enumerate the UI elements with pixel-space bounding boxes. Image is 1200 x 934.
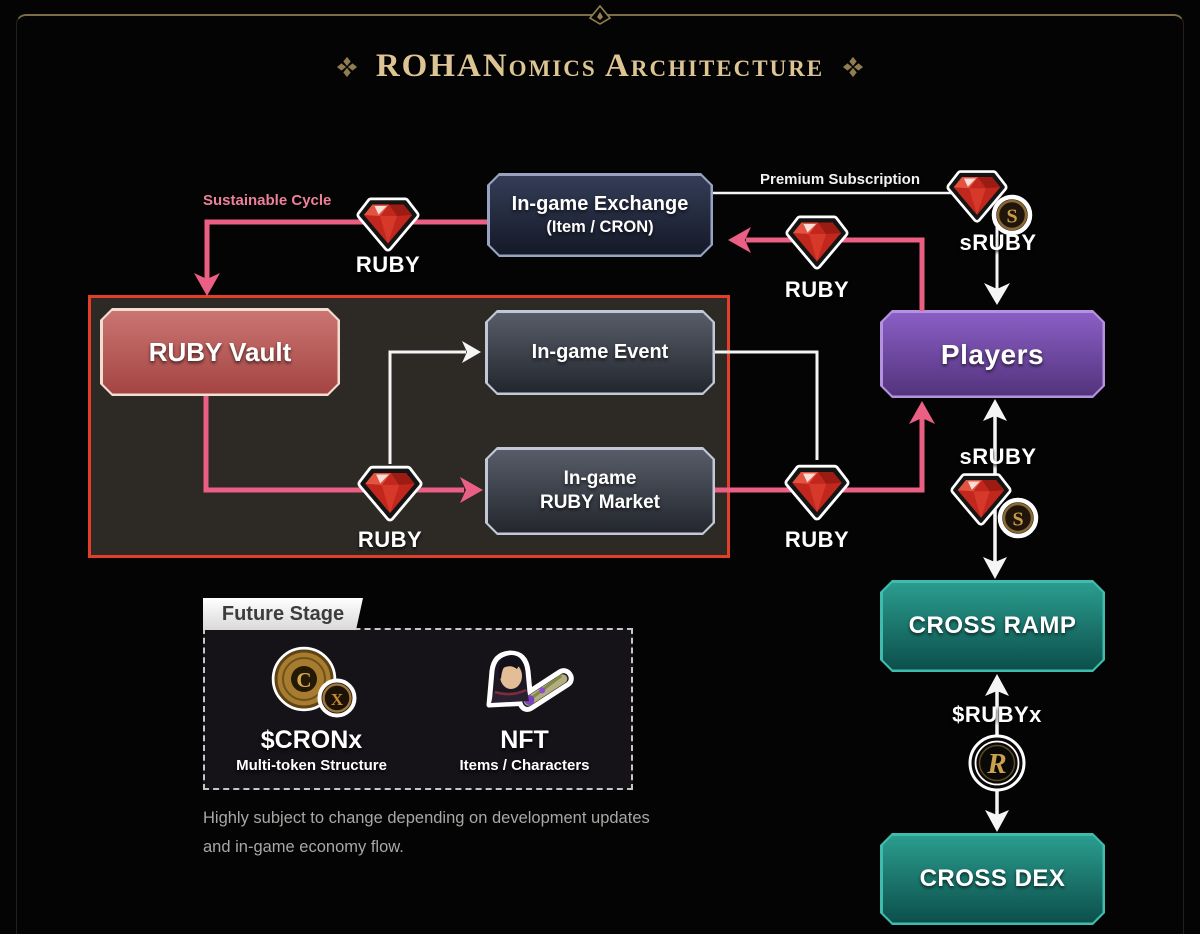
sruby-token-icon: [950, 466, 1042, 542]
ruby-flow-label: RUBY: [357, 527, 423, 552]
ruby-market-label-line1: In-game: [563, 468, 637, 490]
ruby-flow-label: RUBY: [355, 252, 421, 277]
node-ruby-vault: RUBY Vault: [100, 308, 340, 396]
future-stage-item-cronx: C X $CRONx Multi-token Structure: [209, 630, 413, 788]
ruby-flow-label: RUBY: [784, 527, 850, 552]
ingame-event-label: In-game Event: [531, 341, 669, 363]
ingame-exchange-label: In-game Exchange: [511, 193, 689, 216]
players-label: Players: [940, 338, 1045, 370]
svg-text:C: C: [296, 668, 311, 692]
rubyx-flow-label: $RUBYx: [952, 702, 1042, 727]
top-divider-ornament-icon: [588, 4, 612, 25]
node-cross-dex: CROSS DEX: [880, 833, 1105, 925]
sruby-flow-label: sRUBY: [959, 230, 1037, 255]
nft-subtitle: Items / Characters: [459, 757, 590, 774]
future-stage-item-nft: NFT Items / Characters: [422, 630, 626, 788]
sruby-token-icon: [946, 163, 1038, 239]
ruby-gem-icon: [784, 457, 850, 528]
ruby-market-label-line2: RUBY Market: [539, 492, 661, 513]
node-ingame-exchange: In-game Exchange (Item / CRON): [487, 173, 713, 257]
cross-dex-label: CROSS DEX: [919, 865, 1066, 892]
title-ornament-right-icon: [842, 56, 864, 78]
cronx-coin-icon: C X: [264, 644, 360, 722]
future-stage-tab: Future Stage: [203, 598, 363, 630]
node-players: Players: [880, 310, 1105, 398]
title-ornament-left-icon: [336, 56, 358, 78]
nft-character-icon: [473, 644, 577, 722]
svg-text:X: X: [330, 690, 343, 709]
ruby-flow-label: RUBY: [784, 277, 850, 302]
future-stage-note: Highly subject to change depending on de…: [203, 809, 650, 856]
sruby-flow-label: sRUBY: [959, 444, 1037, 469]
node-ingame-event: In-game Event: [485, 310, 715, 395]
page-title: ROHANomics Architecture: [0, 48, 1200, 85]
ruby-gem-icon: [356, 190, 420, 259]
cronx-title: $CRONx: [260, 726, 363, 754]
sustainable-cycle-label: Sustainable Cycle: [203, 192, 332, 209]
node-cross-ramp: CROSS RAMP: [880, 580, 1105, 672]
premium-subscription-label: Premium Subscription: [759, 171, 921, 188]
ruby-gem-icon: [357, 458, 423, 529]
page-title-text: ROHANomics Architecture: [375, 48, 825, 84]
cross-ramp-label: CROSS RAMP: [908, 612, 1077, 639]
rubyx-coin-icon: [967, 733, 1027, 798]
cronx-subtitle: Multi-token Structure: [236, 757, 387, 774]
ruby-gem-icon: [785, 208, 849, 277]
ruby-vault-label: RUBY Vault: [148, 336, 292, 367]
node-ingame-ruby-market: In-game RUBY Market: [485, 447, 715, 535]
nft-title: NFT: [500, 726, 549, 754]
future-stage-panel: C X $CRONx Multi-token Structure: [203, 628, 633, 790]
ingame-exchange-sublabel: (Item / CRON): [546, 218, 654, 237]
